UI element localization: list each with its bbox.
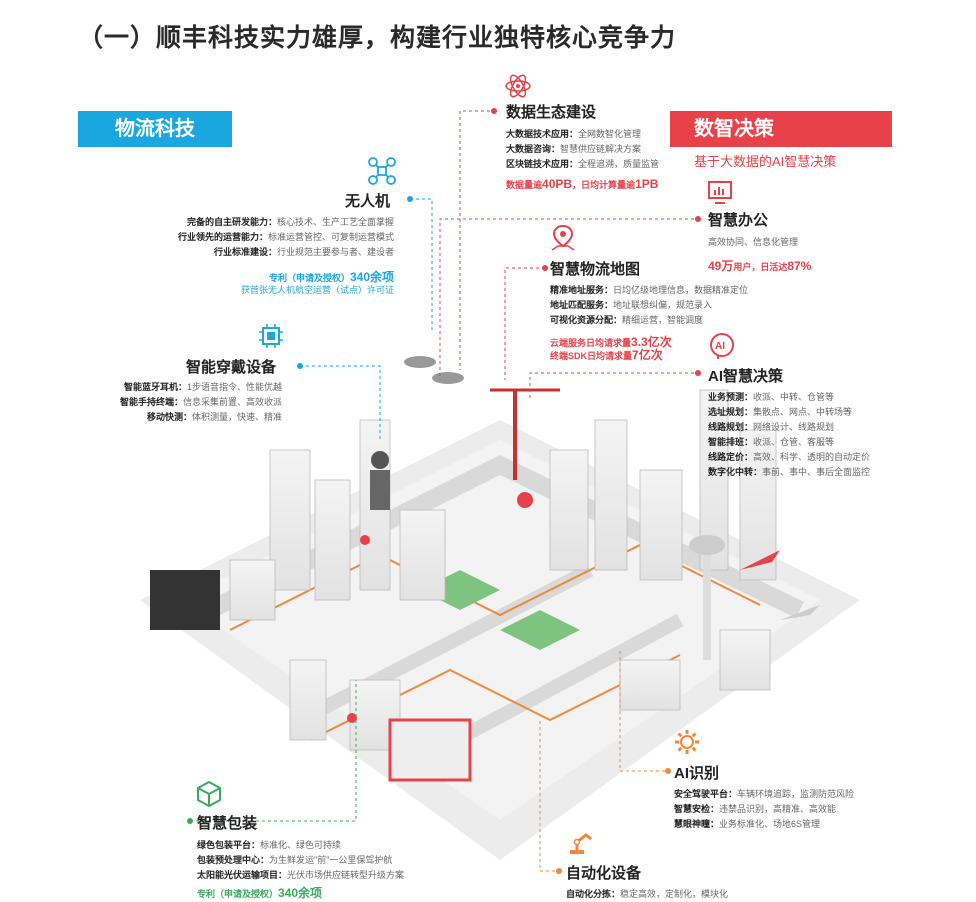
drone-license: 获首张无人机航空运营（试点）许可证	[240, 285, 394, 295]
data-eco-title: 数据生态建设	[506, 104, 597, 121]
digital-decision-banner: 数智决策	[670, 111, 892, 147]
chip-icon	[259, 324, 283, 348]
smart-office-title: 智慧办公	[708, 212, 769, 229]
drone-rows: 完备的自主研发能力：核心技术、生产工艺全面掌握 行业领先的运营能力：标准运营管控…	[177, 217, 394, 257]
atom-icon	[505, 74, 531, 98]
digital-decision-subtitle: 基于大数据的AI智慧决策	[694, 154, 837, 169]
data-eco-stat: 数据量逾40PB，日均计算量逾1PB	[506, 177, 659, 191]
gear-icon	[675, 730, 699, 754]
smart-map-stat-sdk: 终端SDK日均请求量7亿次	[550, 348, 663, 362]
smart-pack-stat: 专利（申请及授权）340余项	[197, 886, 323, 900]
monitor-icon	[708, 181, 732, 204]
smart-map-rows: 精准地址服务：日均亿级地理信息，数据精准定位 地址匹配服务：地址联想纠偏，规范录…	[550, 285, 749, 325]
ai-recognition-title: AI识别	[674, 765, 720, 782]
map-pin-icon	[551, 224, 575, 251]
drone-stat: 专利（申请及授权）340余项	[268, 270, 394, 284]
smart-office-stat: 49万用户，日活达87%	[708, 259, 812, 273]
wearable-rows: 智能蓝牙耳机：1步语音指令、性能优越 智能手持终端：信息采集前置、高效收派 移动…	[119, 382, 282, 422]
drone-icon	[368, 157, 396, 185]
ai-head-icon: AI	[710, 333, 734, 359]
data-eco-rows: 大数据技术应用：全网数智化管理 大数据咨询：智慧供应链解决方案 区块链技术应用：…	[506, 129, 660, 169]
ai-decision-rows: 业务预测：收派、中转、仓管等 选址规划：集散点、网点、中转场等 线路规划：网络设…	[708, 392, 871, 477]
robot-arm-icon	[570, 833, 592, 854]
wearable-title: 智能穿戴设备	[186, 359, 277, 376]
page-title: （一）顺丰科技实力雄厚，构建行业独特核心竞争力	[78, 24, 677, 52]
smart-office-rows: 高效协同、信息化管理	[708, 237, 799, 247]
smart-pack-rows: 绿色包装平台：标准化、绿色可持续 包装预处理中心：为生鲜发运"前"一公里保驾护航…	[197, 840, 405, 880]
package-icon	[197, 780, 221, 808]
drone-title: 无人机	[345, 193, 391, 210]
smart-map-stat-cloud: 云端服务日均请求量3.3亿次	[550, 335, 672, 349]
sf-building	[150, 570, 220, 630]
logistics-tech-banner: 物流科技	[78, 111, 232, 147]
svg-text:AI: AI	[715, 341, 725, 352]
smart-map-title: 智慧物流地图	[550, 261, 641, 278]
smart-pack-title: 智慧包装	[197, 815, 258, 832]
city-illustration	[140, 356, 860, 860]
automation-rows: 自动化分拣：稳定高效，定制化，模块化	[566, 889, 729, 899]
ai-decision-title: AI智慧决策	[708, 368, 784, 385]
ai-recognition-rows: 安全驾驶平台：车辆环境追踪，监测防范风险 智慧安检：违禁品识别，高精准、高效能 …	[674, 789, 855, 829]
automation-title: 自动化设备	[566, 865, 642, 882]
